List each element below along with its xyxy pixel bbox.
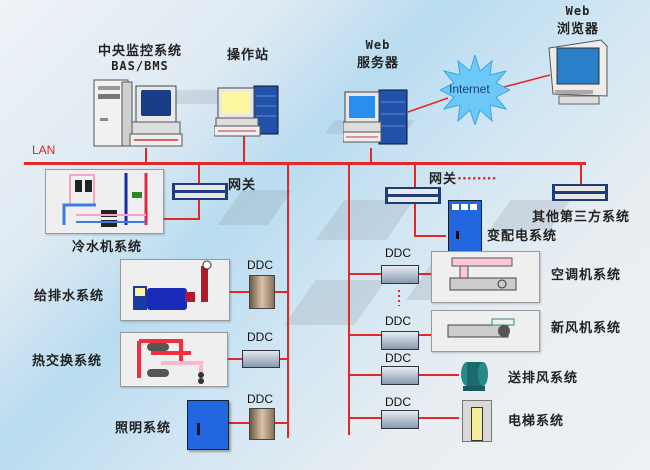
- web-server-title: Web: [365, 38, 391, 52]
- wire-power: [414, 235, 446, 237]
- ddc-label-ahu: DDC: [385, 246, 411, 260]
- central-bas-computer-icon[interactable]: [92, 78, 184, 150]
- wire-chiller: [163, 218, 200, 220]
- web-server-icon[interactable]: [343, 88, 409, 146]
- lighting-panel-icon[interactable]: [187, 400, 229, 450]
- ddc-controller-lighting-icon[interactable]: [249, 408, 275, 440]
- third-party-system-label: 其他第三方系统: [532, 210, 631, 225]
- power-distribution-cabinet-icon[interactable]: [448, 200, 482, 254]
- exhaust-system-label: 送排风系统: [508, 371, 579, 386]
- ddc-controller-heat-icon[interactable]: [242, 350, 280, 368]
- right-gateway-device-icon[interactable]: [385, 187, 441, 204]
- heat-exchanger-icon: [137, 339, 204, 384]
- elevator-system-label: 电梯系统: [508, 414, 565, 429]
- operator-station-label: 操作站: [227, 48, 270, 63]
- web-browser-subtitle: 浏览器: [556, 22, 599, 37]
- ddc-controller-ahu-icon[interactable]: [381, 265, 419, 284]
- operator-station-icon[interactable]: [214, 84, 280, 138]
- ddc-controller-elevator-icon[interactable]: [381, 410, 419, 429]
- ddc-controller-fresh-air-icon[interactable]: [381, 331, 419, 350]
- left-gateway-label: 网关: [228, 178, 257, 193]
- ddc-label-elevator: DDC: [385, 395, 411, 409]
- lighting-system-label: 照明系统: [115, 421, 172, 436]
- wire-operator: [243, 136, 245, 163]
- fresh-air-panel[interactable]: [431, 310, 540, 352]
- ddc-label-exhaust: DDC: [385, 351, 411, 365]
- central-monitoring-title: 中央监控系统: [97, 44, 182, 59]
- water-pump-icon: [133, 260, 212, 310]
- elevator-icon[interactable]: [462, 400, 492, 442]
- ddc-label-heat: DDC: [247, 330, 273, 344]
- web-browser-monitor-icon[interactable]: [545, 38, 611, 108]
- fresh-air-unit-icon: [447, 318, 515, 338]
- internet-label: Internet: [449, 82, 490, 96]
- power-distribution-label: 变配电系统: [487, 229, 558, 244]
- heat-exchange-panel[interactable]: [120, 332, 228, 387]
- central-monitoring-label: 中央监控系统 BAS/BMS: [90, 40, 190, 73]
- wire-right-ddc-bus: [348, 163, 350, 435]
- wire-webserver: [370, 148, 372, 163]
- ahu-system-label: 空调机系统: [551, 268, 622, 283]
- ddc-controller-exhaust-icon[interactable]: [381, 366, 419, 385]
- chiller-schematic-icon: [62, 173, 148, 227]
- ddc-label-fresh-air: DDC: [385, 314, 411, 328]
- ahu-panel[interactable]: [431, 251, 540, 303]
- wire-third-party: [580, 163, 582, 185]
- web-browser-label: Web 浏览器: [548, 4, 608, 37]
- ddc-controller-water-icon[interactable]: [249, 275, 275, 309]
- web-browser-title: Web: [565, 4, 591, 18]
- lan-bus: [24, 162, 586, 165]
- heat-exchange-label: 热交换系统: [32, 354, 103, 369]
- gateway-ellipsis: ········: [457, 172, 497, 187]
- third-party-gateway-device-icon[interactable]: [552, 184, 608, 201]
- web-server-label: Web 服务器: [353, 38, 403, 71]
- right-gateway-title: 网关: [429, 172, 458, 187]
- fresh-air-system-label: 新风机系统: [551, 321, 622, 336]
- lan-label: LAN: [32, 143, 56, 157]
- chiller-system-label: 冷水机系统: [72, 240, 143, 255]
- air-handling-unit-icon: [449, 257, 517, 291]
- left-gateway-device-icon[interactable]: [172, 183, 228, 200]
- water-system-panel[interactable]: [120, 259, 230, 321]
- exhaust-fan-icon[interactable]: [457, 360, 489, 392]
- ddc-label-lighting: DDC: [247, 392, 273, 406]
- web-server-subtitle: 服务器: [356, 56, 399, 71]
- ddc-label-water: DDC: [247, 258, 273, 272]
- right-gateway-label: 网关········: [429, 168, 497, 187]
- water-system-label: 给排水系统: [34, 289, 105, 304]
- wire-central: [145, 148, 147, 163]
- wire-left-ddc-bus: [287, 163, 289, 438]
- central-monitoring-subtitle: BAS/BMS: [111, 59, 169, 73]
- chiller-system-panel[interactable]: [45, 169, 164, 234]
- internet-cloud-icon: [440, 55, 510, 125]
